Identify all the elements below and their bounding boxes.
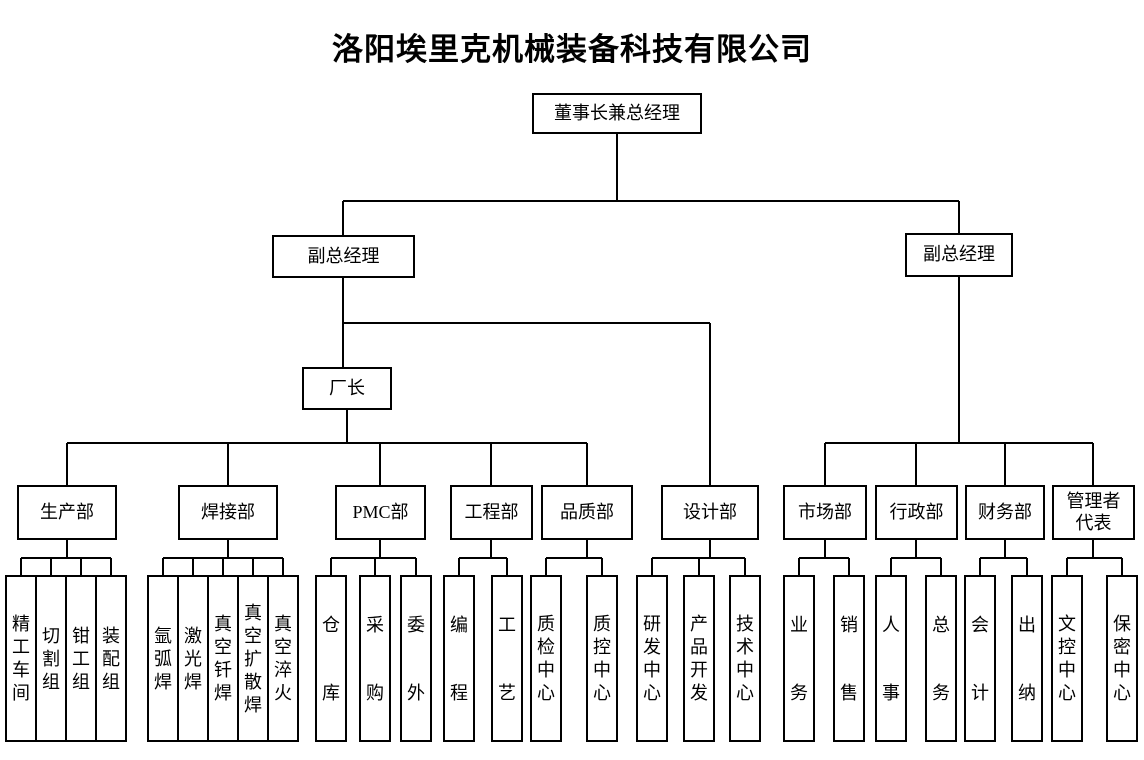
leaf-technology-center: 技术中心 xyxy=(729,575,761,742)
node-deputy-gm-right: 副总经理 xyxy=(905,233,1013,277)
page-title: 洛阳埃里克机械装备科技有限公司 xyxy=(332,32,812,67)
leaf-product-development: 产品开发 xyxy=(683,575,715,742)
leaf-vacuum-quenching: 真空淬火 xyxy=(267,575,299,742)
leaf-process-engineering: 工艺 xyxy=(491,575,523,742)
leaf-quality-inspection-center: 质检中心 xyxy=(530,575,562,742)
dept-administration: 行政部 xyxy=(875,485,958,540)
leaf-assembly-group: 装配组 xyxy=(95,575,127,742)
leaf-vacuum-brazing: 真空钎焊 xyxy=(207,575,239,742)
leaf-sales: 销售 xyxy=(833,575,865,742)
leaf-document-control-center: 文控中心 xyxy=(1051,575,1083,742)
leaf-precision-workshop: 精工车间 xyxy=(5,575,37,742)
leaf-confidentiality-center: 保密中心 xyxy=(1106,575,1138,742)
leaf-argon-arc-welding: 氩弧焊 xyxy=(147,575,179,742)
leaf-outsourcing: 委外 xyxy=(400,575,432,742)
node-chairman-general-manager: 董事长兼总经理 xyxy=(532,93,702,134)
leaf-hr: 人事 xyxy=(875,575,907,742)
dept-management-representative: 管理者代表 xyxy=(1052,485,1135,540)
dept-quality: 品质部 xyxy=(541,485,633,540)
leaf-quality-control-center: 质控中心 xyxy=(586,575,618,742)
leaf-cashier: 出纳 xyxy=(1011,575,1043,742)
dept-engineering: 工程部 xyxy=(450,485,533,540)
leaf-bench-work-group: 钳工组 xyxy=(65,575,97,742)
dept-pmc: PMC部 xyxy=(335,485,426,540)
dept-finance: 财务部 xyxy=(965,485,1045,540)
dept-welding: 焊接部 xyxy=(178,485,278,540)
leaf-general-affairs: 总务 xyxy=(925,575,957,742)
leaf-rd-center: 研发中心 xyxy=(636,575,668,742)
dept-marketing: 市场部 xyxy=(783,485,867,540)
leaf-warehouse: 仓库 xyxy=(315,575,347,742)
leaf-business: 业务 xyxy=(783,575,815,742)
leaf-vacuum-diffusion-welding: 真空扩散焊 xyxy=(237,575,269,742)
node-factory-director: 厂长 xyxy=(302,367,392,410)
dept-production: 生产部 xyxy=(17,485,117,540)
node-deputy-gm-left: 副总经理 xyxy=(272,235,415,278)
leaf-programming: 编程 xyxy=(443,575,475,742)
leaf-accounting: 会计 xyxy=(964,575,996,742)
leaf-cutting-group: 切割组 xyxy=(35,575,67,742)
dept-design: 设计部 xyxy=(661,485,759,540)
leaf-laser-welding: 激光焊 xyxy=(177,575,209,742)
leaf-purchasing: 采购 xyxy=(359,575,391,742)
